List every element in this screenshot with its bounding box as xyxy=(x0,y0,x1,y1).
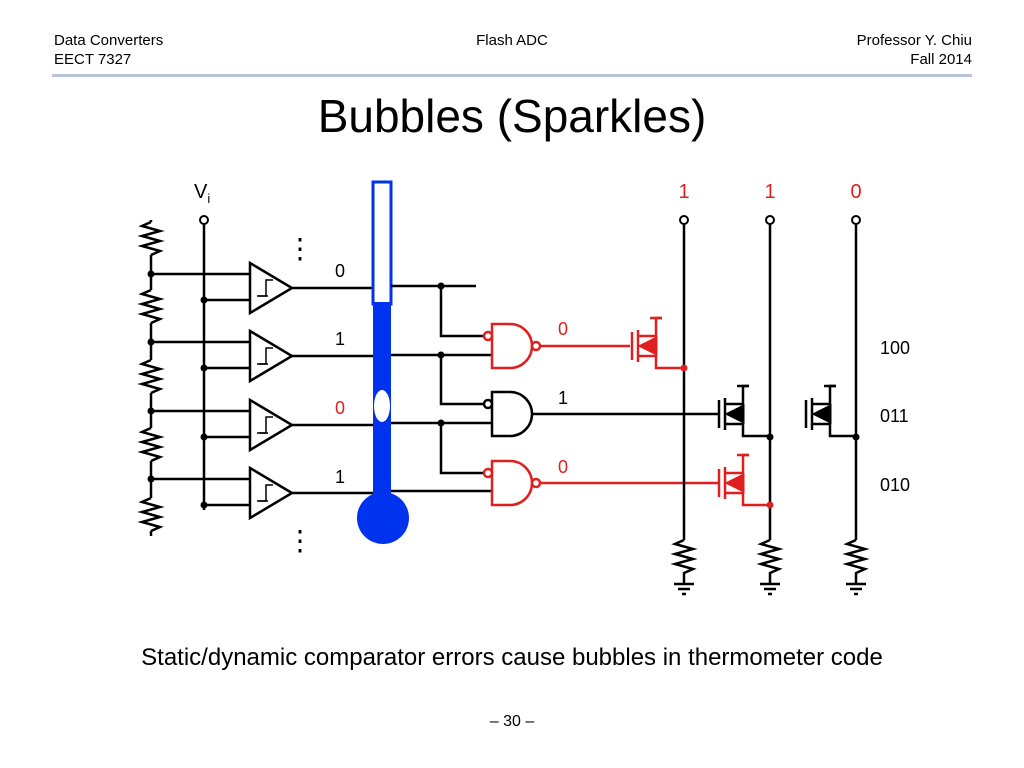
comparator-bank xyxy=(147,260,373,521)
vi-terminal xyxy=(199,215,209,225)
pulldown-resistor-2 xyxy=(756,538,784,596)
comparator-4 xyxy=(147,465,373,521)
code-010: 010 xyxy=(880,475,910,495)
code-011: 011 xyxy=(880,406,909,426)
flash-adc-bubble-diagram: Vi ⋮ ⋮ 0 1 0 1 xyxy=(137,180,910,596)
course-code: EECT 7327 xyxy=(54,51,132,68)
slide-caption: Static/dynamic comparator errors cause b… xyxy=(141,644,883,671)
page-number: – 30 – xyxy=(489,713,535,730)
thermo-bit-3: 1 xyxy=(335,467,345,487)
bubble-marker xyxy=(374,390,390,422)
slide-title: Bubbles (Sparkles) xyxy=(317,90,707,142)
gate-out-1: 0 xyxy=(558,319,568,339)
thermo-bit-2: 0 xyxy=(335,398,345,418)
transistor-bit3 xyxy=(804,384,856,438)
transistor-red-1 xyxy=(630,316,684,370)
header-topic: Flash ADC xyxy=(476,32,548,49)
pulldown-resistor-1 xyxy=(670,538,698,596)
comparator-3 xyxy=(147,397,373,453)
column-bit-3: 0 xyxy=(850,181,861,203)
thermo-bit-0: 0 xyxy=(335,261,345,281)
gate-out-3: 0 xyxy=(558,457,568,477)
thermometer xyxy=(357,180,409,544)
column-bit-2: 1 xyxy=(764,181,775,203)
header-left: Data Converters EECT 7327 xyxy=(54,31,163,69)
vi-label: Vi xyxy=(194,181,210,206)
ellipsis-bottom: ⋮ xyxy=(286,525,314,556)
comparator-2 xyxy=(147,328,373,384)
gate-out-2: 1 xyxy=(558,388,568,408)
column-bit-1: 1 xyxy=(678,181,689,203)
and-gate-3 xyxy=(482,459,719,507)
code-100: 100 xyxy=(880,338,910,358)
rom-transistors xyxy=(630,316,856,507)
and-gate-2 xyxy=(482,390,720,438)
bit-line-junctions xyxy=(680,364,860,509)
transistor-red-2 xyxy=(717,453,770,507)
thermo-bit-1: 1 xyxy=(335,329,345,349)
transistor-bit2 xyxy=(717,384,770,438)
course-name: Data Converters xyxy=(54,32,164,49)
comparator-1 xyxy=(147,260,373,316)
pull-down-resistors xyxy=(670,538,870,596)
pulldown-resistor-3 xyxy=(842,538,870,596)
thermometer-junctions xyxy=(437,282,445,427)
rom-bit-lines xyxy=(679,215,861,540)
and-gate-1 xyxy=(482,322,630,370)
ellipsis-top: ⋮ xyxy=(286,233,314,264)
thermometer-wiring xyxy=(391,284,492,493)
resistor-ladder xyxy=(137,220,165,536)
header-right: Professor Y. Chiu Fall 2014 xyxy=(857,31,972,69)
instructor-name: Professor Y. Chiu xyxy=(856,32,972,49)
header-divider xyxy=(52,74,972,77)
term: Fall 2014 xyxy=(910,51,972,68)
